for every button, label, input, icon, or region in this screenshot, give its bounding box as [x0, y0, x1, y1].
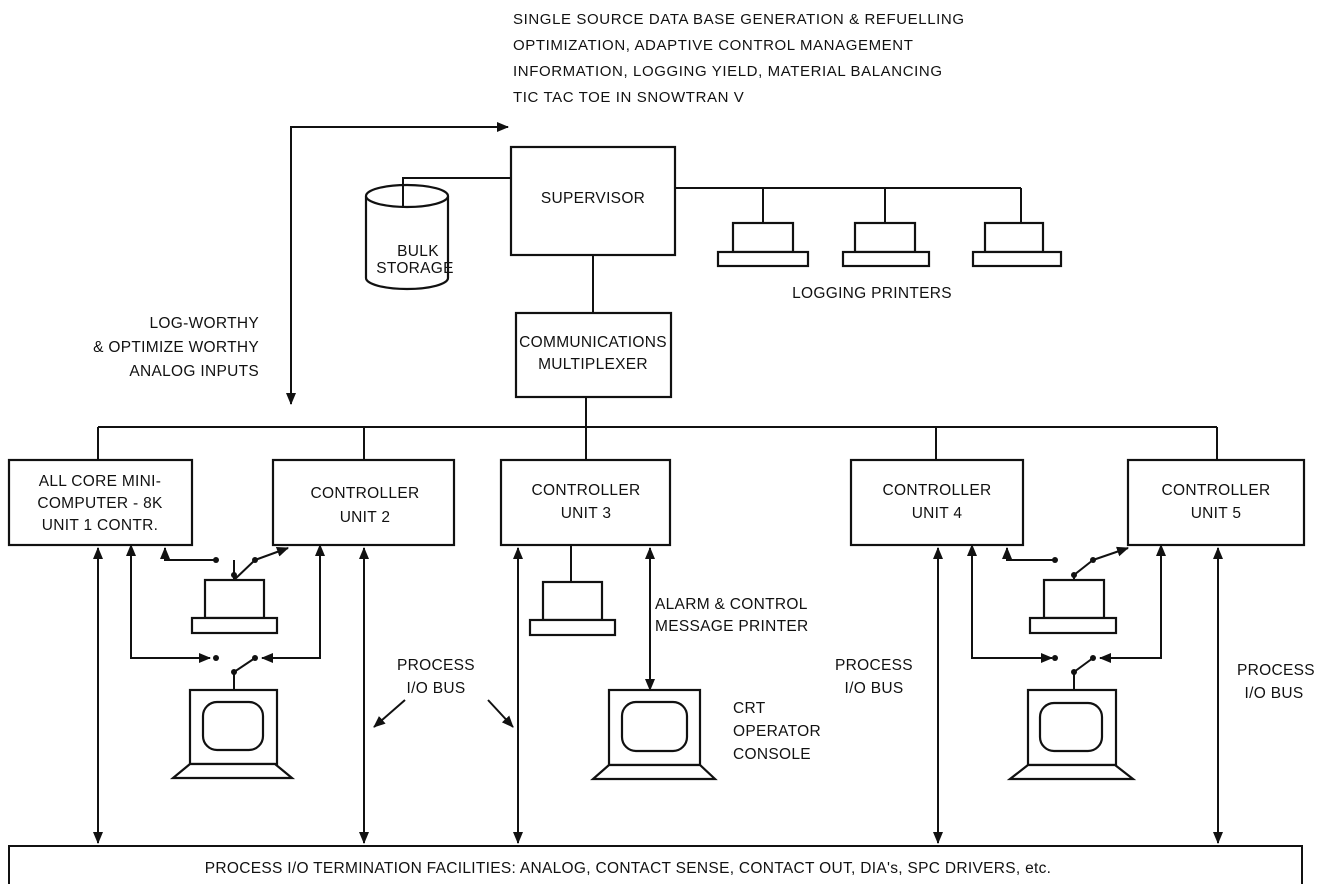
- logging-printer-3: [971, 221, 1063, 268]
- header-text: SINGLE SOURCE DATA BASE GENERATION & REF…: [513, 11, 965, 106]
- left-crt-icon: [169, 688, 296, 780]
- svg-text:ANALOG INPUTS: ANALOG INPUTS: [129, 363, 259, 380]
- unit-1-label-1: ALL CORE MINI-: [39, 473, 161, 490]
- analog-inputs-label: LOG-WORTHY & OPTIMIZE WORTHY ANALOG INPU…: [93, 315, 259, 380]
- svg-text:OPERATOR: OPERATOR: [733, 723, 821, 740]
- svg-text:I/O BUS: I/O BUS: [407, 680, 466, 697]
- bulk-storage-label-1: BULK: [397, 243, 439, 260]
- unit-1-label-3: UNIT 1 CONTR.: [42, 517, 158, 534]
- svg-text:ALARM & CONTROL: ALARM & CONTROL: [655, 596, 808, 613]
- svg-text:PROCESS: PROCESS: [397, 657, 475, 674]
- multiplexer-label-1: COMMUNICATIONS: [519, 334, 667, 351]
- svg-text:CRT: CRT: [733, 700, 766, 717]
- svg-text:CONSOLE: CONSOLE: [733, 746, 811, 763]
- unit-5-box: [1126, 458, 1306, 547]
- unit-4-label-1: CONTROLLER: [883, 482, 992, 499]
- crt-operator-console-icon: [590, 688, 718, 781]
- svg-text:LOG-WORTHY: LOG-WORTHY: [150, 315, 260, 332]
- header-line-4: TIC TAC TOE IN SNOWTRAN V: [513, 89, 744, 106]
- unit-5-label-1: CONTROLLER: [1162, 482, 1271, 499]
- unit-1-label-2: COMPUTER - 8K: [37, 495, 163, 512]
- svg-text:& OPTIMIZE WORTHY: & OPTIMIZE WORTHY: [93, 339, 259, 356]
- unit-3-label-1: CONTROLLER: [532, 482, 641, 499]
- printer-bus-line: [675, 187, 1022, 223]
- unit-3-box: [499, 458, 672, 547]
- crt-console-label: CRT OPERATOR CONSOLE: [733, 700, 821, 763]
- multiplexer-label-2: MULTIPLEXER: [538, 356, 648, 373]
- unit-3-printer: [528, 545, 617, 637]
- process-io-bus-label-unit-5: PROCESS I/O BUS: [1237, 662, 1315, 702]
- unit-3-label-2: UNIT 3: [561, 505, 612, 522]
- unit-2-box: [271, 458, 456, 547]
- supervisor-box: [509, 145, 677, 257]
- multiplexer-box: [514, 311, 673, 399]
- right-switch-network: [967, 544, 1166, 690]
- right-crt-icon: [1006, 688, 1137, 781]
- process-io-bus-label-unit-4: PROCESS I/O BUS: [835, 657, 913, 697]
- distribution-bus: [97, 397, 1218, 460]
- unit-2-label-1: CONTROLLER: [311, 485, 420, 502]
- unit-5-label-2: UNIT 5: [1191, 505, 1242, 522]
- svg-text:PROCESS: PROCESS: [835, 657, 913, 674]
- termination-box: [8, 845, 1303, 884]
- header-line-1: SINGLE SOURCE DATA BASE GENERATION & REF…: [513, 11, 965, 28]
- bulk-storage-label-2: STORAGE: [376, 260, 454, 277]
- bulk-storage-icon: [364, 177, 511, 291]
- supervisor-label: SUPERVISOR: [541, 190, 645, 207]
- svg-text:I/O BUS: I/O BUS: [1245, 685, 1304, 702]
- header-line-2: OPTIMIZATION, ADAPTIVE CONTROL MANAGEMEN…: [513, 37, 913, 54]
- left-switch-network: [126, 544, 325, 690]
- unit-4-box: [849, 458, 1025, 547]
- unit-1-box: [7, 458, 194, 547]
- left-cluster-printer: [190, 578, 279, 635]
- svg-text:I/O BUS: I/O BUS: [845, 680, 904, 697]
- header-line-3: INFORMATION, LOGGING YIELD, MATERIAL BAL…: [513, 63, 943, 80]
- svg-text:MESSAGE PRINTER: MESSAGE PRINTER: [655, 618, 809, 635]
- logging-printer-2: [841, 221, 931, 268]
- svg-text:PROCESS: PROCESS: [1237, 662, 1315, 679]
- unit-2-label-2: UNIT 2: [340, 509, 391, 526]
- process-io-bus-lines: [93, 547, 1223, 844]
- termination-label: PROCESS I/O TERMINATION FACILITIES: ANAL…: [205, 860, 1052, 877]
- logging-printers-label: LOGGING PRINTERS: [792, 285, 952, 302]
- right-cluster-printer: [1028, 578, 1118, 635]
- alarm-printer-label: ALARM & CONTROL MESSAGE PRINTER: [655, 596, 809, 635]
- unit-4-label-2: UNIT 4: [912, 505, 963, 522]
- process-io-bus-label-center: PROCESS I/O BUS: [373, 657, 514, 728]
- logging-printer-1: [716, 221, 810, 268]
